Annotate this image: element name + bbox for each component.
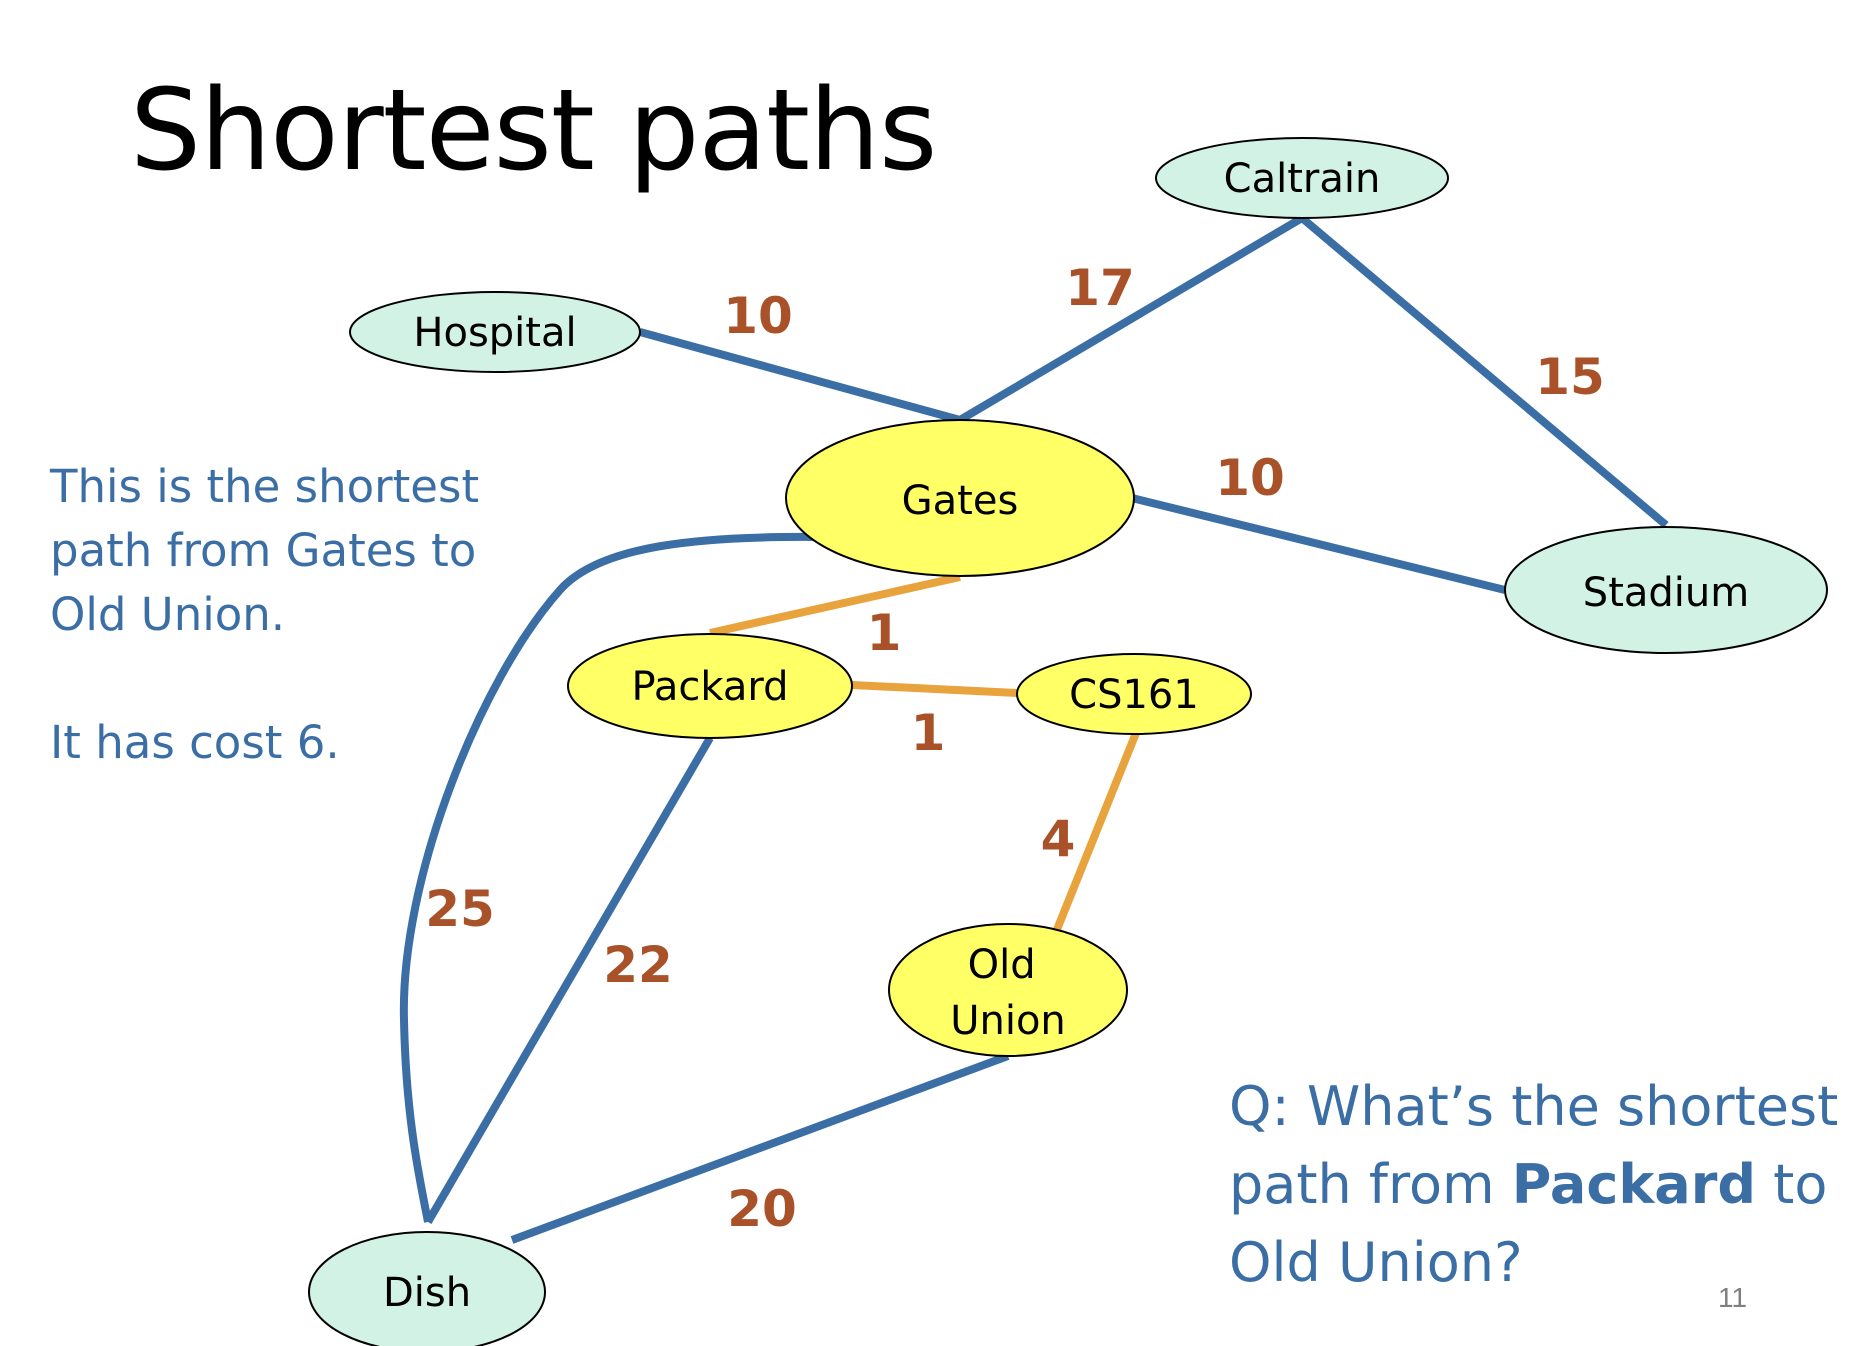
weight-gates-stadium: 10 — [1215, 449, 1285, 507]
node-dish: Dish — [308, 1231, 546, 1346]
slide-title: Shortest paths — [130, 66, 937, 196]
node-cs161: CS161 — [1016, 653, 1252, 735]
edge-cs161-oldunion — [1052, 731, 1140, 934]
edge-weights: 10 17 15 10 1 1 4 25 22 20 — [425, 259, 1605, 1238]
weight-caltrain-stadium: 15 — [1535, 348, 1605, 406]
note-line-4: It has cost 6. — [50, 716, 340, 769]
edge-packard-dish — [424, 735, 714, 1225]
node-caltrain: Caltrain — [1155, 137, 1449, 219]
weight-gates-packard: 1 — [867, 604, 902, 662]
edge-oldunion-dish — [510, 1052, 1010, 1244]
weight-oldunion-dish: 20 — [727, 1180, 797, 1238]
note-line-2: path from Gates to — [50, 524, 477, 577]
node-label-cs161: CS161 — [1069, 672, 1199, 718]
question-part-1: Q: What’s the shortest — [1229, 1075, 1839, 1138]
weight-gates-dish: 25 — [425, 880, 495, 938]
edge-hospital-gates — [638, 328, 962, 424]
edge-caltrain-stadium — [1299, 214, 1669, 529]
node-packard: Packard — [567, 633, 853, 739]
node-label-packard: Packard — [632, 664, 789, 710]
question-text: Q: What’s the shortest path from Packard… — [1229, 1068, 1849, 1302]
node-gates: Gates — [785, 419, 1135, 577]
node-hospital: Hospital — [349, 291, 641, 373]
weight-cs161-oldunion: 4 — [1041, 810, 1076, 868]
edge-gates-caltrain — [957, 214, 1305, 424]
node-label-stadium: Stadium — [1583, 570, 1749, 616]
explanation-note: This is the shortest path from Gates to … — [50, 455, 510, 775]
node-label-dish: Dish — [383, 1270, 471, 1316]
note-spacer — [50, 647, 510, 711]
weight-packard-dish: 22 — [603, 936, 673, 994]
edge-packard-cs161 — [851, 681, 1019, 697]
weight-packard-cs161: 1 — [911, 704, 946, 762]
edge-gates-dish — [399, 532, 819, 1223]
question-part-4: Old Union? — [1229, 1231, 1523, 1294]
question-bold: Packard — [1511, 1153, 1756, 1216]
edges — [399, 214, 1669, 1244]
node-label-hospital: Hospital — [413, 310, 576, 356]
node-stadium: Stadium — [1504, 526, 1828, 654]
weight-hospital-gates: 10 — [723, 287, 793, 345]
weight-gates-caltrain: 17 — [1065, 259, 1135, 317]
edge-gates-packard — [709, 573, 961, 637]
note-line-3: Old Union. — [50, 588, 286, 641]
node-label-oldunion: Old Union — [950, 942, 1066, 1044]
question-part-3: to — [1755, 1153, 1828, 1216]
node-oldunion: Old Union — [888, 923, 1128, 1057]
node-label-caltrain: Caltrain — [1224, 156, 1381, 202]
nodes: Caltrain Hospital Gates Stadium Packard … — [308, 137, 1828, 1346]
note-line-1: This is the shortest — [50, 460, 480, 513]
node-label-gates: Gates — [902, 478, 1019, 524]
page-number: 11 — [1718, 1282, 1748, 1313]
edge-gates-stadium — [1131, 494, 1506, 594]
question-part-2: path from — [1229, 1153, 1512, 1216]
